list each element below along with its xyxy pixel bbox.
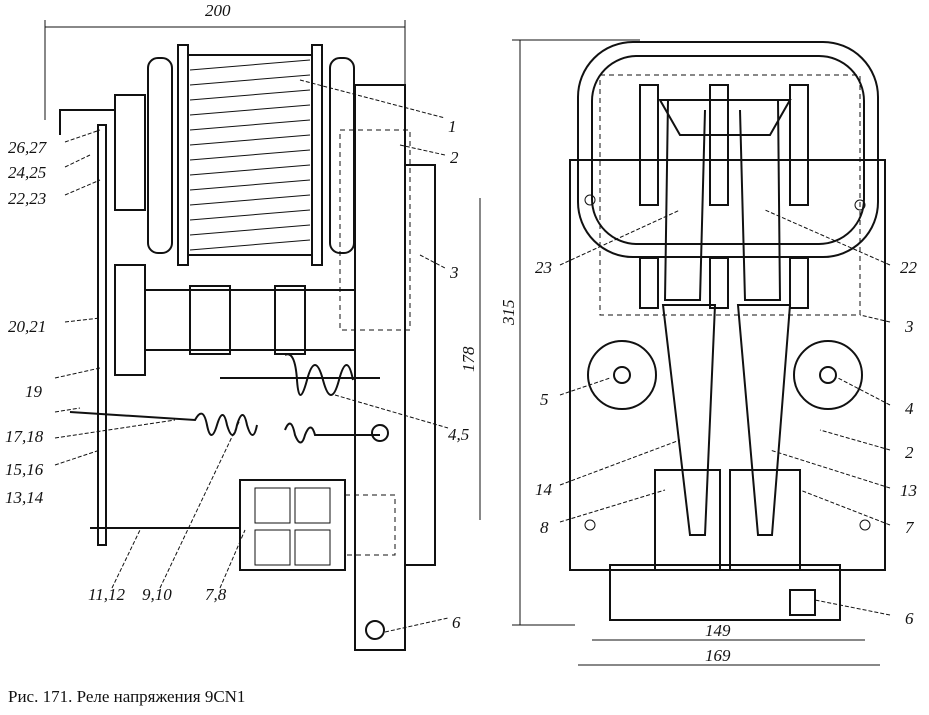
contact-block-upper: [114, 94, 146, 211]
label-22-23: 22,23: [8, 189, 46, 208]
leader-lines: [559, 209, 891, 616]
label-13: 13: [900, 481, 917, 500]
label-1: 1: [448, 117, 457, 136]
label-4: 4: [905, 399, 914, 418]
label-6: 6: [905, 609, 914, 628]
label-9-10: 9,10: [142, 585, 172, 604]
label-20-21: 20,21: [8, 317, 46, 336]
contact-tongue-13: [736, 304, 792, 536]
contact: [254, 529, 291, 566]
roller-5: [587, 340, 657, 410]
label-3: 3: [449, 263, 459, 282]
label-7-8: 7,8: [205, 585, 227, 604]
hidden-outline: [339, 129, 411, 331]
armature-tube: [144, 289, 356, 351]
contact-box: [239, 479, 346, 571]
mounting-hole: [584, 519, 596, 531]
label-5: 5: [540, 390, 549, 409]
label-2: 2: [905, 443, 914, 462]
label-6: 6: [452, 613, 461, 632]
armature-collar: [189, 285, 231, 355]
yoke-loop-inner: [591, 55, 865, 245]
dimension-169: 169: [705, 646, 731, 665]
dimension-200: 200: [205, 1, 231, 20]
bolt-6: [789, 589, 816, 616]
roller-hub: [819, 366, 837, 384]
label-13-14: 13,14: [5, 488, 44, 507]
side-view: 200: [5, 1, 481, 651]
label-15-16: 15,16: [5, 460, 44, 479]
label-22: 22: [900, 258, 918, 277]
figure-caption: Рис. 171. Реле напряжения 9CN1: [8, 687, 245, 706]
front-view: 315 149: [499, 39, 918, 666]
contact: [294, 487, 331, 524]
hidden-outline: [344, 494, 396, 556]
base-plate: [569, 159, 886, 571]
armature-collar: [274, 285, 306, 355]
hidden-outline: [599, 74, 861, 316]
label-19: 19: [25, 382, 43, 401]
mounting-strip: [404, 164, 436, 566]
lever-22: [739, 99, 782, 301]
label-8: 8: [540, 518, 549, 537]
label-23: 23: [535, 258, 552, 277]
pivot: [371, 424, 389, 442]
mounting-hole: [584, 194, 596, 206]
dimension-149: 149: [705, 621, 731, 640]
label-14: 14: [535, 480, 553, 499]
contact: [254, 487, 291, 524]
roller-hub: [613, 366, 631, 384]
contact-block-8: [654, 469, 721, 571]
lever-23: [663, 99, 706, 301]
spring-lower: [284, 422, 380, 444]
lever-13-14: [97, 124, 107, 546]
dimension-315: 315: [499, 300, 518, 327]
contact-block-lower: [114, 264, 146, 376]
roller-4: [793, 340, 863, 410]
contact-block-7: [729, 469, 801, 571]
spring-9-10: [69, 411, 258, 436]
bolt-6: [365, 620, 385, 640]
lower-bracket: [609, 564, 841, 621]
contact-tongue-14: [661, 304, 717, 536]
label-11-12: 11,12: [88, 585, 125, 604]
leader-lines: [54, 79, 449, 633]
mounting-hole: [854, 199, 866, 211]
mounting-hole: [859, 519, 871, 531]
label-3: 3: [904, 317, 914, 336]
label-17-18: 17,18: [5, 427, 44, 446]
terminal-wire: [59, 109, 115, 135]
contact: [294, 529, 331, 566]
label-7: 7: [905, 518, 915, 537]
label-4-5: 4,5: [448, 425, 469, 444]
label-26-27: 26,27: [8, 138, 48, 157]
label-2: 2: [450, 148, 459, 167]
label-24-25: 24,25: [8, 163, 46, 182]
studs: [639, 84, 809, 309]
coil: [147, 44, 355, 266]
top-bridge: [658, 99, 792, 136]
dimension-178: 178: [459, 346, 478, 372]
spring-4-5: [220, 353, 380, 396]
base-plate: [354, 84, 406, 651]
